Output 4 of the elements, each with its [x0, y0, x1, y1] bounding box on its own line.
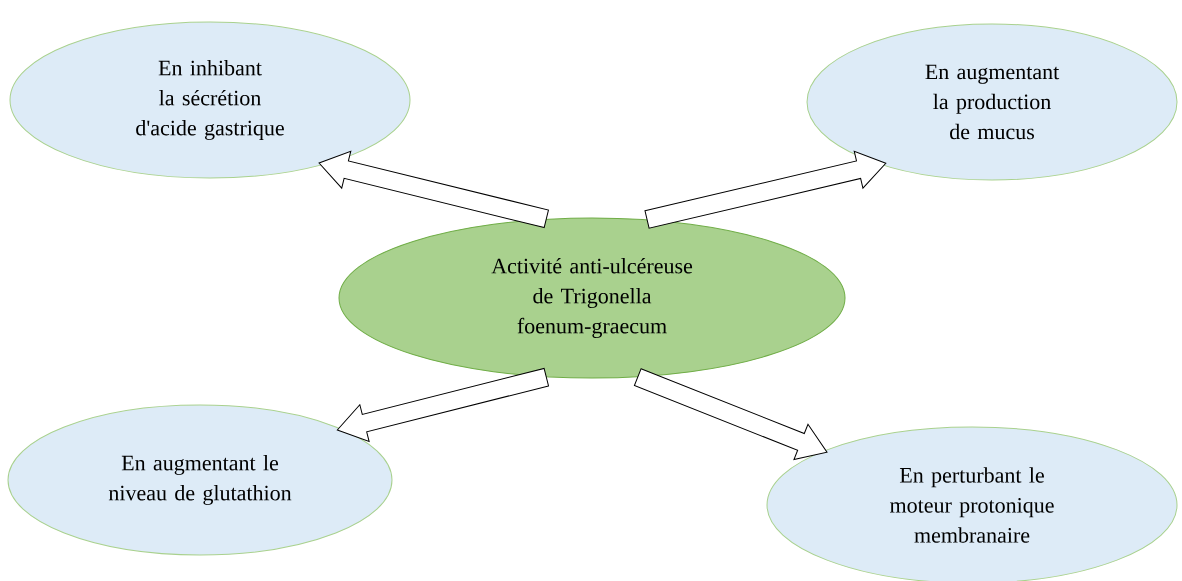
block-arrow	[318, 150, 549, 229]
block-arrow	[633, 368, 828, 461]
block-arrow	[644, 150, 887, 229]
block-arrow	[336, 367, 549, 443]
